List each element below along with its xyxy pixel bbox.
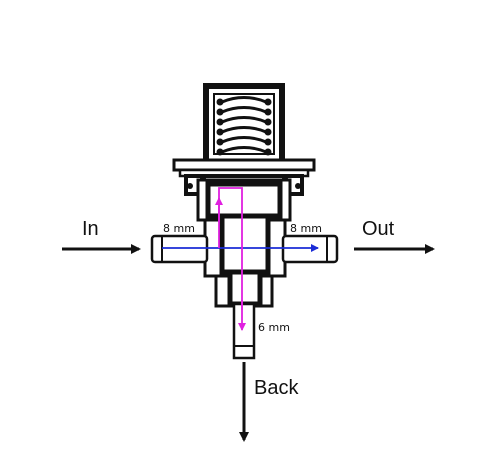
- out-label: Out: [362, 218, 395, 240]
- spring-coil-ends: [216, 98, 272, 156]
- mounting-flange: [172, 158, 316, 178]
- diaphragm-chamber: [184, 174, 304, 222]
- inlet-size-label: 8 mm: [163, 222, 195, 235]
- return-port: [232, 302, 256, 360]
- spring-coils: [221, 96, 267, 154]
- return-size-label: 6 mm: [258, 321, 290, 334]
- outlet-port: [281, 234, 339, 264]
- back-label: Back: [254, 377, 299, 399]
- inner-plunger: [219, 213, 271, 307]
- in-label: In: [82, 218, 99, 240]
- inlet-port: [150, 234, 209, 264]
- outlet-size-label: 8 mm: [290, 222, 322, 235]
- flange-screws: [187, 175, 301, 189]
